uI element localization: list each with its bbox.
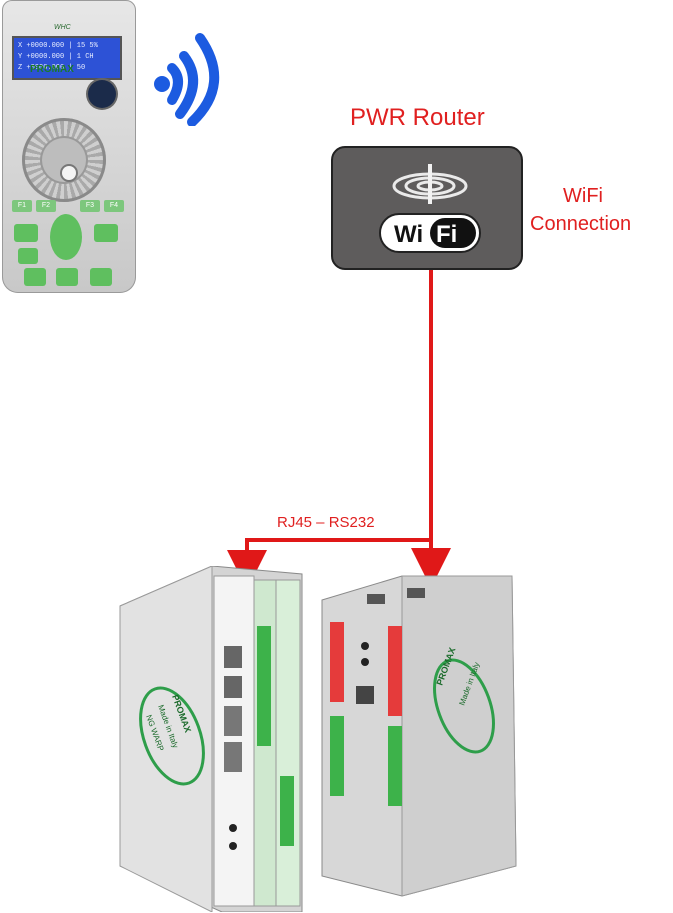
handwheel-grip [62, 166, 76, 180]
pause-key [56, 268, 78, 286]
pendant-model-label: WHC [54, 24, 71, 31]
left-arrow-key [14, 224, 38, 242]
pendant-screen-line: Y +0000.000 | 1 CH [18, 53, 94, 61]
pendant-display: X +0000.000 | 15 5% Y +0000.000 | 1 CH Z… [12, 36, 122, 80]
right-arrow-key [94, 224, 118, 242]
f3-key: F3 [80, 200, 100, 212]
pendant-screen-line: Z +0000.000 | 50 [18, 64, 86, 72]
wifi-logo-icon: Wi Fi [379, 164, 481, 253]
wifi-waves-icon [154, 33, 220, 126]
stop-key [90, 268, 112, 286]
svg-text:Fi: Fi [436, 221, 457, 248]
wifi-connection-line1: WiFi [563, 185, 603, 207]
enter-key [18, 248, 38, 264]
router-title: PWR Router [350, 104, 485, 131]
selector-knob [88, 80, 116, 108]
f2-key: F2 [36, 200, 56, 212]
cable-label: RJ45 – RS232 [277, 514, 375, 531]
f1-key: F1 [12, 200, 32, 212]
controllers-image: PROMAX Made in Italy NG WARP PROMAX Made… [119, 566, 517, 912]
pendant-screen-line: X +0000.000 | 15 5% [18, 42, 98, 50]
wifi-connection-label: WiFi Connection [530, 182, 660, 238]
svg-text:Wi: Wi [394, 221, 423, 248]
pendant-brand-label: PROMAX [30, 64, 74, 75]
f4-key: F4 [104, 200, 124, 212]
play-key [24, 268, 46, 286]
wifi-connection-line2: Connection [530, 213, 632, 235]
jog-cross-keys [50, 214, 82, 260]
